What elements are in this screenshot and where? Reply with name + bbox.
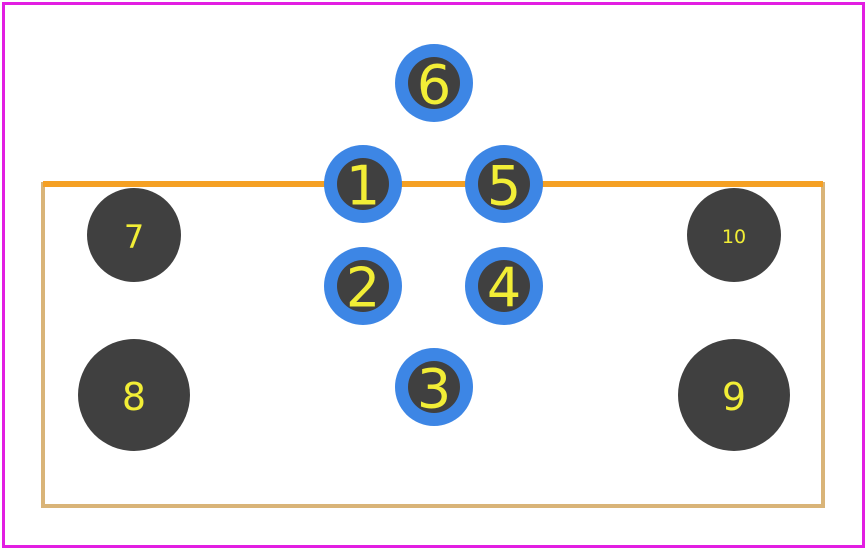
pad-3: 3 xyxy=(395,348,473,426)
pad-8-hole xyxy=(78,339,190,451)
pad-4-label: 4 xyxy=(487,257,521,320)
pad-10: 10 xyxy=(687,188,781,282)
pad-9: 9 xyxy=(678,339,790,451)
pad-6-label: 6 xyxy=(417,54,451,117)
pad-6: 6 xyxy=(395,44,473,122)
pad-7: 7 xyxy=(87,188,181,282)
pad-8: 8 xyxy=(78,339,190,451)
pad-1: 1 xyxy=(324,145,402,223)
pad-5: 5 xyxy=(465,145,543,223)
pad-3-label: 3 xyxy=(417,358,451,421)
pad-1-hole xyxy=(337,158,389,210)
pad-1-label: 1 xyxy=(346,155,380,218)
pad-9-label: 9 xyxy=(722,375,746,419)
pad-7-hole xyxy=(87,188,181,282)
pad-8-label: 8 xyxy=(122,375,146,419)
pad-10-label: 10 xyxy=(722,226,746,248)
pad-2: 2 xyxy=(324,247,402,325)
pad-6-hole xyxy=(408,57,460,109)
pads-layer: 1 234 56 7 8 9 10 xyxy=(78,44,790,451)
pad-10-hole xyxy=(687,188,781,282)
pad-2-label: 2 xyxy=(346,257,380,320)
pad-4-hole xyxy=(478,260,530,312)
pad-4: 4 xyxy=(465,247,543,325)
pad-7-label: 7 xyxy=(124,218,144,256)
pad-2-hole xyxy=(337,260,389,312)
pad-5-label: 5 xyxy=(487,155,521,218)
pad-5-hole xyxy=(478,158,530,210)
pad-9-hole xyxy=(678,339,790,451)
pad-3-hole xyxy=(408,361,460,413)
